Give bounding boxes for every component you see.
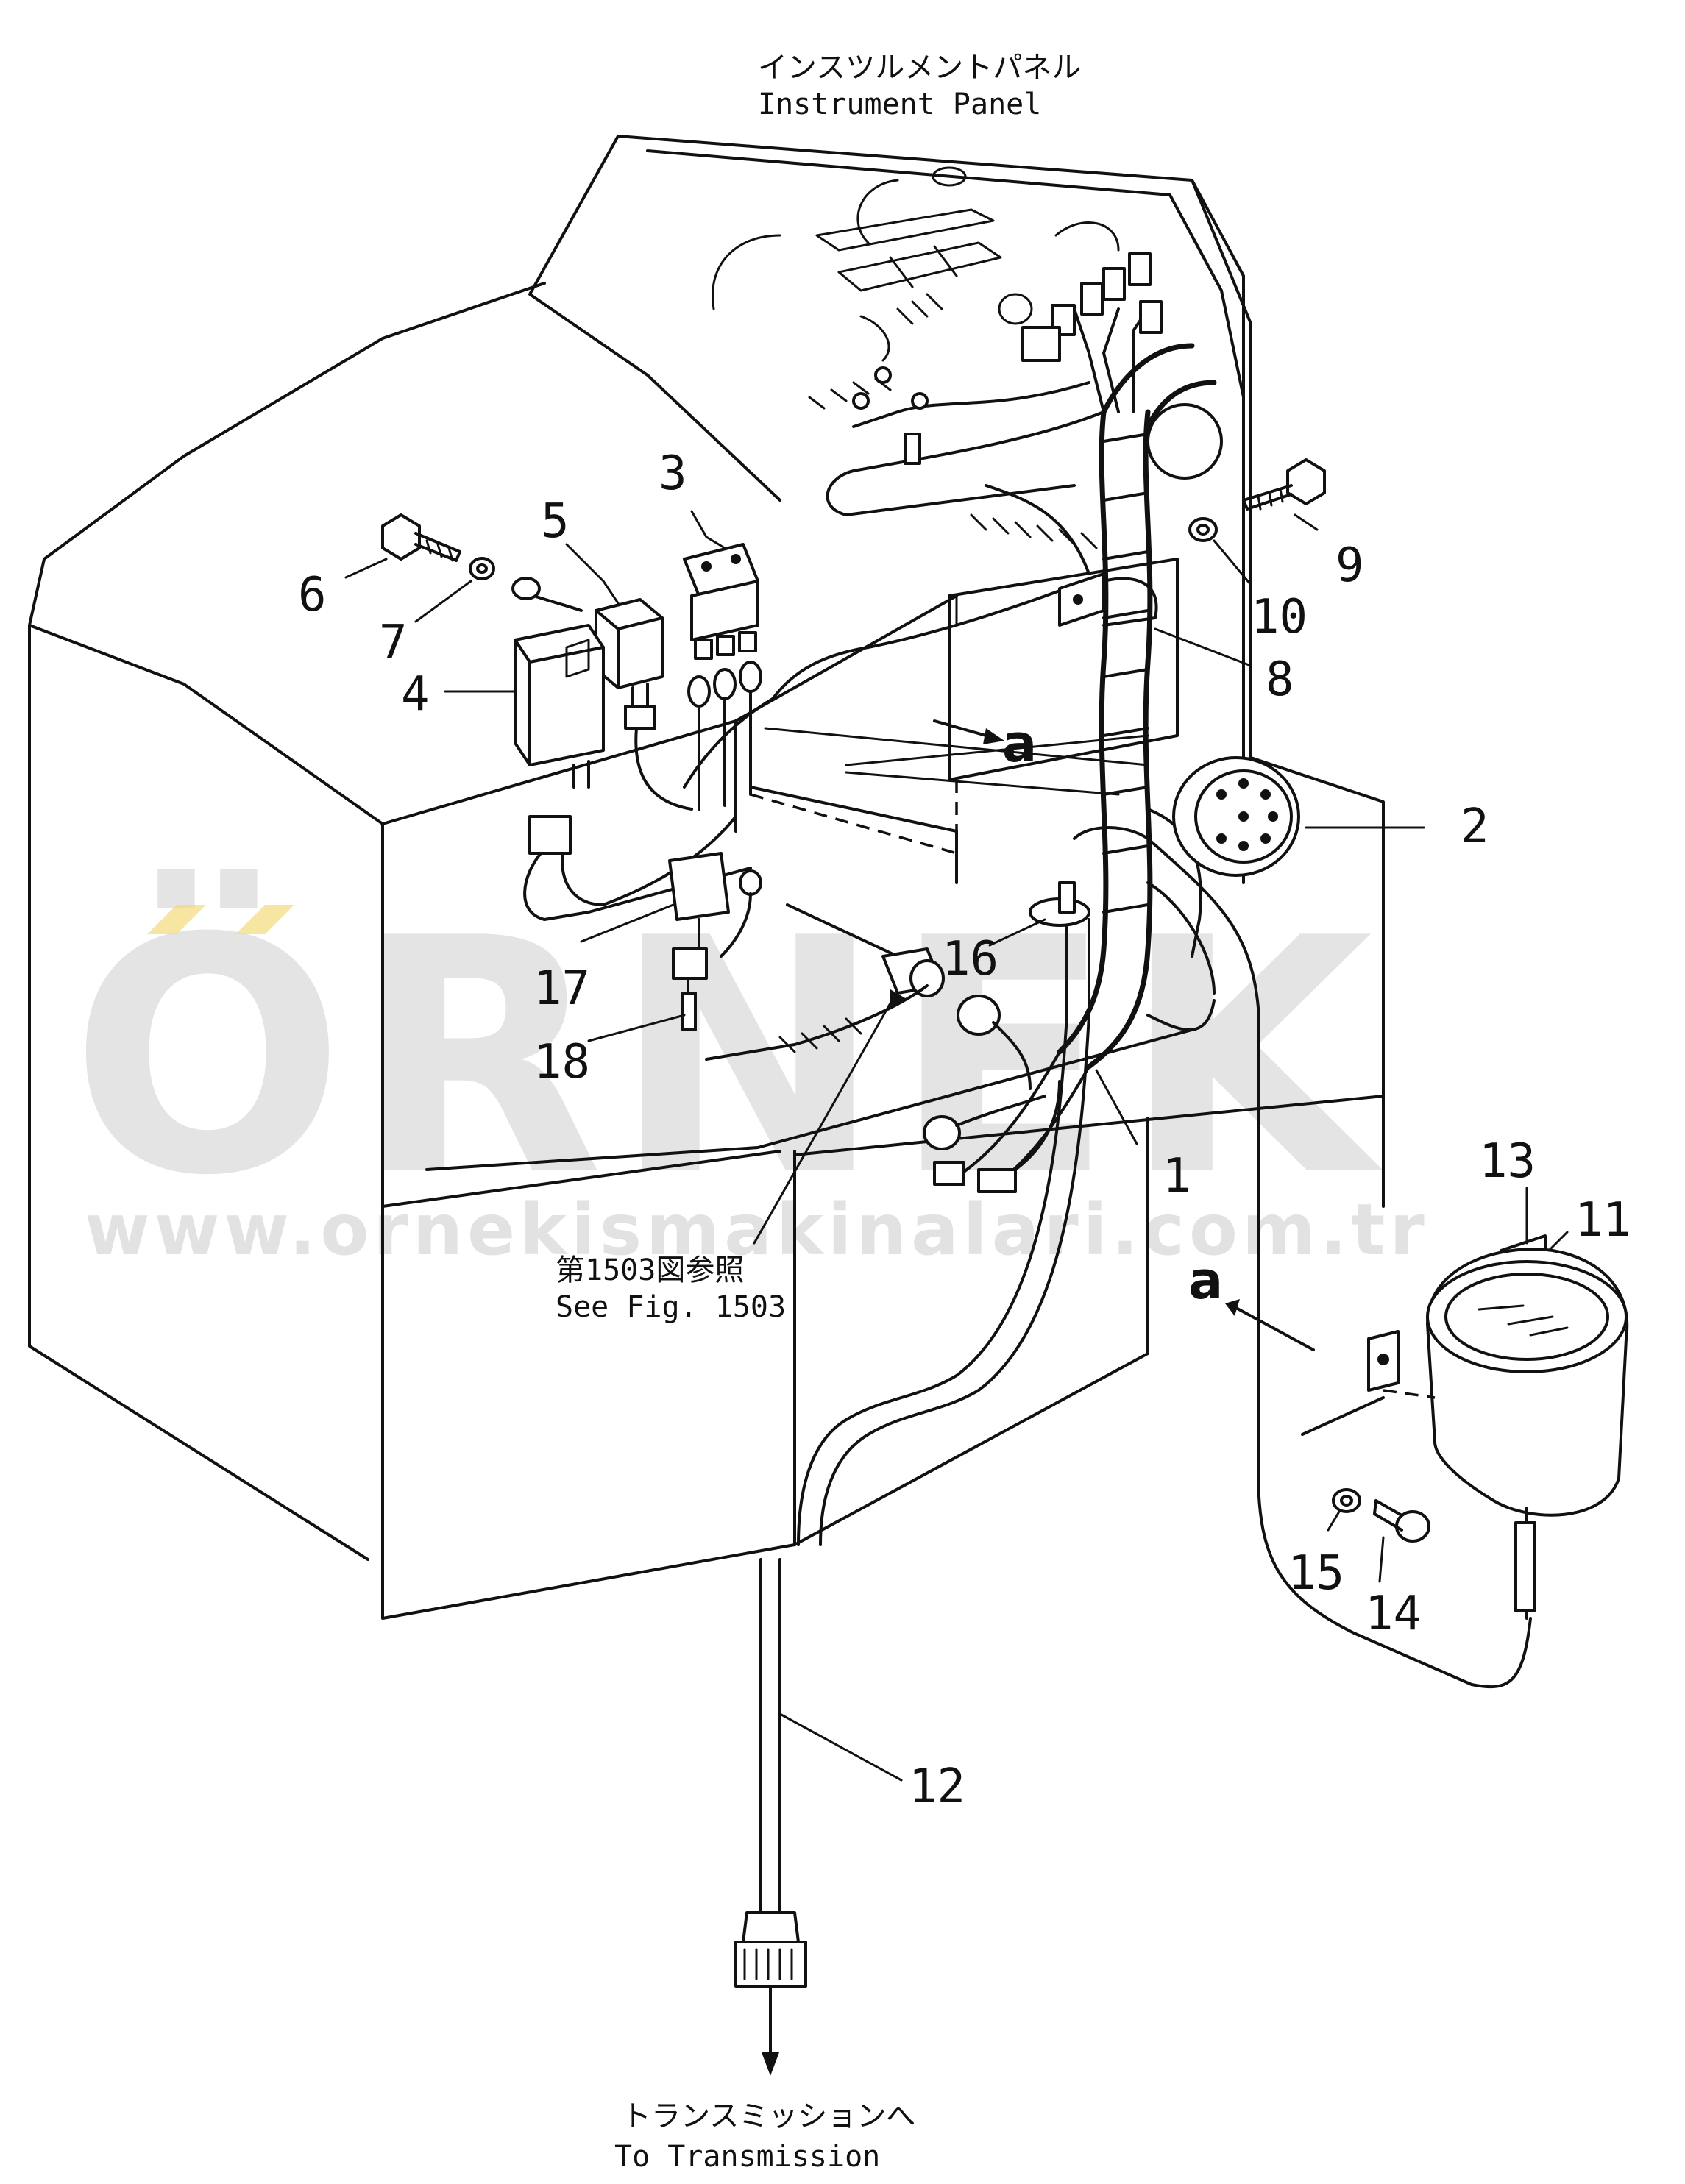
watermark-url: www.ornekismakinalari.com.tr — [85, 1189, 1429, 1271]
relay-5 — [595, 598, 693, 811]
callout-10: 10 — [1251, 590, 1308, 644]
callout-3: 3 — [659, 447, 687, 501]
relay-3 — [683, 543, 762, 811]
view-marker-lower: a — [1188, 1251, 1223, 1311]
clamp-8 — [1058, 572, 1158, 627]
callout-12: 12 — [909, 1760, 965, 1814]
washer-7 — [469, 557, 495, 580]
panel-connectors — [808, 252, 1163, 465]
bolt-9 — [1242, 458, 1326, 511]
view-arrow-upper: a — [933, 714, 1037, 774]
gauge-11 — [1301, 1234, 1629, 1620]
horn — [1172, 756, 1300, 877]
callout-18: 18 — [533, 1035, 590, 1089]
callout-2: 2 — [1461, 800, 1489, 854]
bolt-6 — [381, 513, 461, 562]
destination-jp: トランスミッションへ — [622, 2099, 915, 2133]
callout-9: 9 — [1335, 538, 1364, 593]
reference-en: See Fig. 1503 — [556, 1290, 786, 1324]
washer-10 — [1188, 517, 1218, 542]
callout-8: 8 — [1266, 652, 1294, 707]
washer-15 — [1332, 1488, 1361, 1513]
callout-6: 6 — [298, 568, 327, 622]
wire-harness — [683, 307, 1223, 1193]
callout-5: 5 — [541, 494, 570, 549]
view-marker-upper: a — [1002, 714, 1037, 774]
title-jp: インスツルメントパネル — [758, 51, 1081, 85]
console-housing — [28, 135, 1385, 1620]
watermark-umlaut — [147, 905, 294, 934]
callout-17: 17 — [533, 961, 590, 1016]
relay-17 — [668, 852, 762, 958]
captions: インスツルメントパネル Instrument Panel 第1503図参照 Se… — [556, 51, 1081, 2174]
destination-en: To Transmission — [614, 2140, 880, 2174]
reference-jp: 第1503図参照 — [556, 1253, 744, 1287]
callout-15: 15 — [1288, 1546, 1344, 1601]
gauge-cable — [1146, 837, 1532, 1688]
callout-11: 11 — [1575, 1193, 1631, 1248]
callout-1: 1 — [1163, 1149, 1191, 1203]
cable-12 — [734, 918, 1090, 2076]
callout-14: 14 — [1365, 1587, 1422, 1641]
plug-cluster — [923, 995, 1061, 1193]
watermark: ÖRNEK www.ornekismakinalari.com.tr — [70, 867, 1429, 1272]
callout-13: 13 — [1479, 1134, 1536, 1189]
view-arrow-lower: a — [1188, 1251, 1315, 1351]
leader-lines — [344, 510, 1569, 1782]
title-en: Instrument Panel — [758, 88, 1041, 121]
bolt-14 — [1373, 1499, 1430, 1543]
callouts: 1 2 3 4 5 6 7 8 9 10 11 12 13 14 15 16 1… — [298, 447, 1631, 1814]
timer-4 — [511, 577, 605, 789]
connector-18 — [672, 947, 708, 1031]
connector-16 — [705, 903, 945, 1061]
callout-7: 7 — [379, 616, 408, 670]
callout-16: 16 — [942, 932, 998, 986]
callout-4: 4 — [401, 667, 430, 722]
